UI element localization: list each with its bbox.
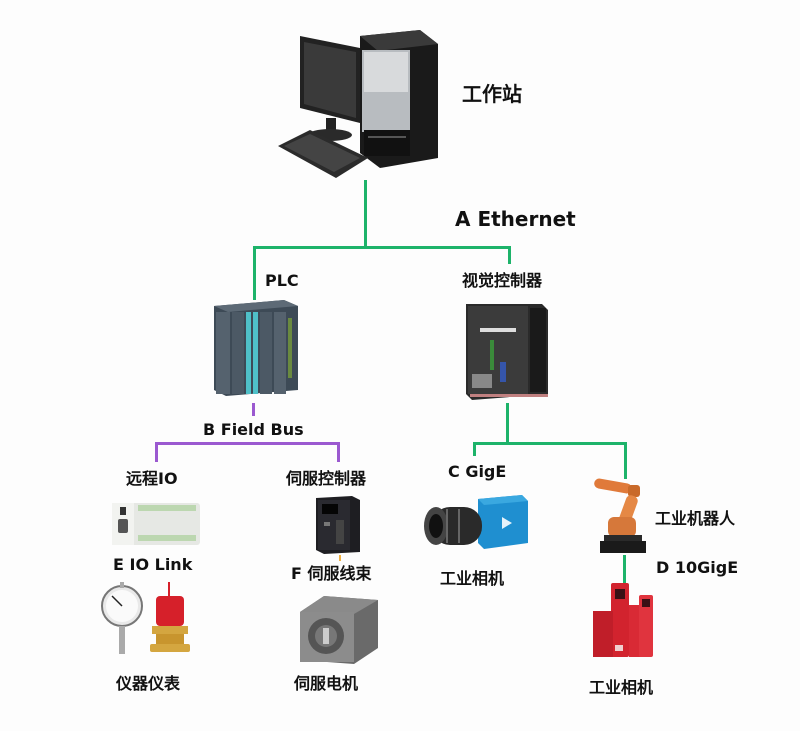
servo-cable-label: F 伺服线束 bbox=[291, 564, 372, 583]
remote-io-module-icon bbox=[108, 497, 208, 549]
ethernet-line-workstation-drop bbox=[364, 180, 367, 248]
fieldbus-line-trunk bbox=[155, 442, 340, 445]
10gige-link-label: D 10GigE bbox=[656, 558, 739, 577]
industrial-camera-gige-label: 工业相机 bbox=[440, 569, 505, 588]
plc-label: PLC bbox=[265, 271, 299, 290]
gige-line-vision-drop bbox=[506, 403, 509, 444]
fieldbus-link-label: B Field Bus bbox=[203, 420, 304, 439]
io-link-label: E IO Link bbox=[113, 555, 193, 574]
vision-controller-icon bbox=[462, 300, 550, 404]
robot-arm-icon bbox=[594, 477, 658, 557]
servo-drive-icon bbox=[314, 494, 362, 556]
desktop-computer-icon bbox=[272, 18, 447, 178]
ethernet-line-plc-drop bbox=[253, 246, 256, 300]
ethernet-link-label: A Ethernet bbox=[455, 207, 576, 231]
gauge-and-beacon-icon bbox=[100, 582, 200, 660]
plc-rack-icon bbox=[214, 298, 302, 398]
ethernet-line-trunk bbox=[253, 246, 511, 249]
workstation-label: 工作站 bbox=[462, 82, 522, 106]
ethernet-line-vision-drop bbox=[508, 246, 511, 264]
industrial-robot-label: 工业机器人 bbox=[655, 509, 736, 528]
gige-line-robot-drop bbox=[624, 442, 627, 479]
gige-line-camera-drop bbox=[473, 442, 476, 456]
blue-industrial-camera-icon bbox=[422, 493, 532, 559]
gige-link-label: C GigE bbox=[448, 462, 507, 481]
servo-motor-label: 伺服电机 bbox=[294, 674, 359, 693]
vision-controller-label: 视觉控制器 bbox=[462, 271, 543, 290]
remote-io-label: 远程IO bbox=[126, 469, 178, 488]
instruments-label: 仪器仪表 bbox=[116, 674, 181, 693]
10gige-line-robot-to-camera bbox=[623, 555, 626, 583]
industrial-camera-10gige-label: 工业相机 bbox=[589, 678, 654, 697]
gige-line-trunk bbox=[473, 442, 627, 445]
servo-motor-icon bbox=[294, 592, 384, 664]
servo-cable-stub bbox=[339, 555, 341, 561]
fieldbus-line-plc-stub bbox=[252, 403, 255, 416]
red-industrial-camera-icon bbox=[593, 583, 655, 663]
servo-controller-label: 伺服控制器 bbox=[286, 469, 367, 488]
fieldbus-line-remote-io-drop bbox=[155, 442, 158, 462]
fieldbus-line-servo-drop bbox=[337, 442, 340, 462]
